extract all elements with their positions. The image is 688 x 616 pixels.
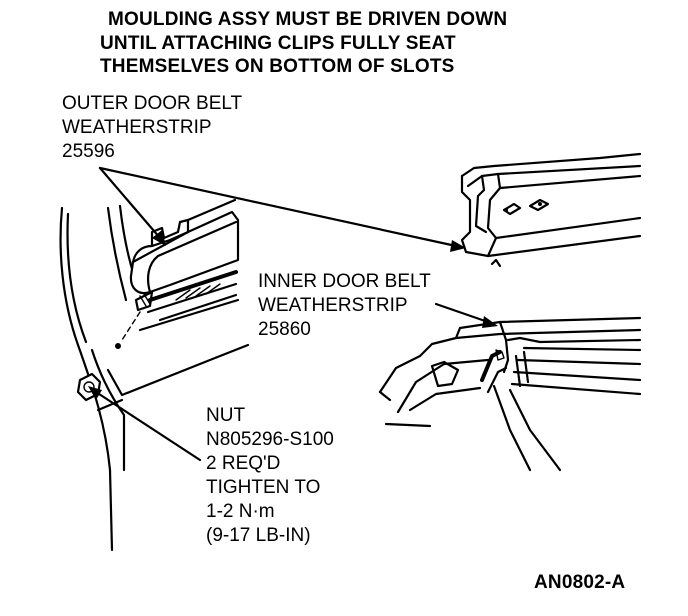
outer-strip-section (460, 152, 642, 268)
outer-label-part-number: 25596 (62, 141, 115, 162)
nut-label-part-number: N805296-S100 (206, 429, 334, 450)
door-panel-drawing (59, 198, 250, 552)
nut-label-torque-imperial: (9-17 LB-IN) (206, 525, 311, 546)
nut-label-torque-metric: 1-2 N·m (206, 501, 275, 522)
outer-label-line-1: OUTER DOOR BELT (62, 93, 243, 114)
nut-label-quantity: 2 REQ'D (206, 453, 281, 474)
nut-label-line-1: NUT (206, 405, 246, 426)
figure-id: AN0802-A (534, 572, 626, 593)
inner-label-line-2: WEATHERSTRIP (258, 295, 408, 316)
leader-lines (88, 166, 498, 462)
outer-label-line-2: WEATHERSTRIP (62, 117, 212, 138)
nut-label-tighten: TIGHTEN TO (206, 477, 321, 498)
inner-label-line-1: INNER DOOR BELT (258, 271, 431, 292)
inner-label-part-number: 25860 (258, 319, 311, 340)
instruction-line-1: MOULDING ASSY MUST BE DRIVEN DOWN (108, 9, 508, 30)
inner-strip-section (378, 316, 642, 472)
instruction-line-3: THEMSELVES ON BOTTOM OF SLOTS (100, 56, 455, 77)
instruction-line-2: UNTIL ATTACHING CLIPS FULLY SEAT (100, 33, 456, 54)
